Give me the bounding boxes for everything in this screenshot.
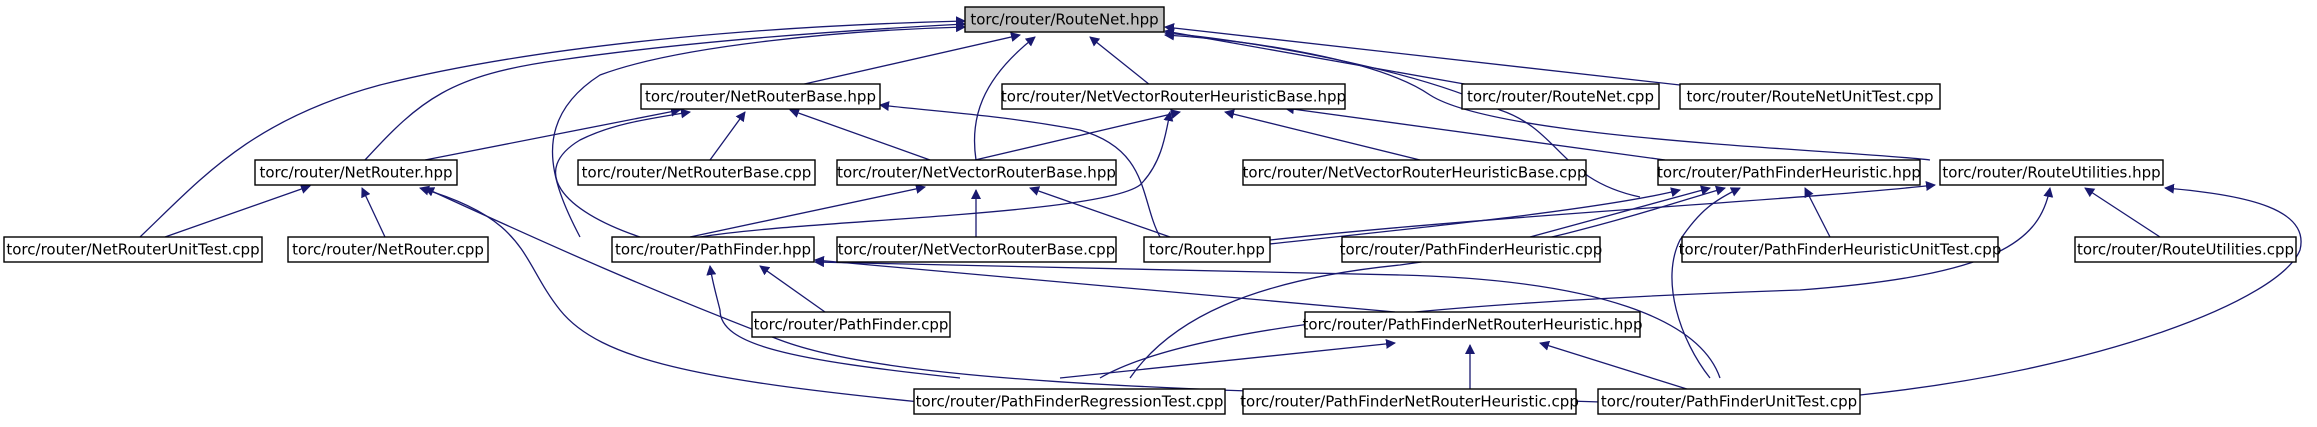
- svg-text:torc/router/NetRouterUnitTest.: torc/router/NetRouterUnitTest.cpp: [6, 241, 259, 259]
- edges: [139, 16, 2302, 403]
- edge-pathfinderregression-to-pathfinder: [706, 265, 961, 379]
- edge-pathfinderregression-to-pfnetrouterheuristic: [1059, 338, 1396, 379]
- nodes: torc/router/RouteNet.hpp torc/router/Net…: [3, 6, 2297, 415]
- svg-text:torc/router/RouteUtilities.hpp: torc/router/RouteUtilities.hpp: [1942, 164, 2160, 182]
- edge-pathfinderunittest-to-netrouter: [424, 187, 1601, 403]
- node-routeutilities-hpp[interactable]: torc/router/RouteUtilities.hpp: [1939, 159, 2164, 186]
- edge-pathfinderunittest-to-pathfinderheuristic: [1671, 187, 1741, 379]
- node-router-hpp[interactable]: torc/Router.hpp: [1143, 236, 1271, 263]
- edge-heuristicbasecpp-to-heuristicbase: [1224, 109, 1421, 161]
- edge-netrouterunittest-to-routenet: [139, 16, 966, 238]
- edge-routeutilities-to-routenet: [1164, 30, 1931, 161]
- node-routeutilities-cpp[interactable]: torc/router/RouteUtilities.cpp: [2074, 236, 2297, 263]
- edge-pathfinderunittest-to-pfnetrouterheuristic: [1539, 340, 1691, 391]
- edge-routenetunittest-to-routenet: [1164, 23, 1681, 86]
- edge-routerhpp-to-routeutilities: [1269, 181, 1936, 241]
- edge-routerhpp-to-netvectorrouterbase: [1029, 186, 1171, 238]
- edge-pathfinder-to-heuristicbase: [699, 111, 1174, 238]
- svg-text:torc/router/RouteNet.cpp: torc/router/RouteNet.cpp: [1467, 88, 1654, 106]
- svg-text:torc/router/RouteNetUnitTest.c: torc/router/RouteNetUnitTest.cpp: [1686, 88, 1933, 106]
- svg-text:torc/router/RouteNet.hpp: torc/router/RouteNet.hpp: [970, 11, 1158, 29]
- svg-text:torc/router/PathFinder.hpp: torc/router/PathFinder.hpp: [615, 241, 811, 259]
- edge-pfnetrouterheuristic-to-pathfinder: [814, 255, 1396, 313]
- node-pathfinderheuristic-cpp[interactable]: torc/router/PathFinderHeuristic.cpp: [1340, 236, 1603, 263]
- svg-text:torc/router/PathFinderUnitTest: torc/router/PathFinderUnitTest.cpp: [1601, 393, 1857, 411]
- node-pathfindernetrouterheuristic-hpp[interactable]: torc/router/PathFinderNetRouterHeuristic…: [1303, 311, 1643, 338]
- svg-text:torc/Router.hpp: torc/Router.hpp: [1149, 241, 1265, 259]
- edge-pathfinder-to-netvectorrouterbase: [689, 183, 926, 238]
- edge-pathfinderheuristiccpp-to-pathfinderheuristic: [1529, 185, 1711, 238]
- node-pathfinderregressiontest-cpp[interactable]: torc/router/PathFinderRegressionTest.cpp: [913, 388, 1226, 415]
- node-netvectorrouterheuristicbase-hpp[interactable]: torc/router/NetVectorRouterHeuristicBase…: [1001, 83, 1346, 110]
- node-pathfinderunittest-cpp[interactable]: torc/router/PathFinderUnitTest.cpp: [1597, 388, 1861, 415]
- node-netrouterunittest-cpp[interactable]: torc/router/NetRouterUnitTest.cpp: [3, 236, 263, 263]
- edge-netrouter-to-netrouterbase: [424, 106, 681, 161]
- edge-netrouter-to-routenet: [364, 19, 966, 161]
- node-routenetunittest-cpp[interactable]: torc/router/RouteNetUnitTest.cpp: [1679, 83, 1941, 110]
- edge-netvectorheuristicbase-to-routenet: [1089, 36, 1151, 86]
- edge-pathfinder-to-routenet: [552, 22, 966, 238]
- edge-netvectorrouterbase-to-netrouterbase: [789, 108, 931, 161]
- edge-pathfinderunittest-to-routeutilities: [1859, 183, 2302, 396]
- node-routenet-cpp[interactable]: torc/router/RouteNet.cpp: [1461, 83, 1660, 110]
- edge-pathfinderregression-to-routeutilities: [1099, 187, 2054, 379]
- edge-pathfinderregression-to-netrouter: [419, 185, 921, 403]
- svg-text:torc/router/NetRouter.cpp: torc/router/NetRouter.cpp: [292, 241, 484, 259]
- edge-routerhpp-to-netrouterbase: [879, 101, 1161, 238]
- edge-pathfinderregression-to-pathfinderheuristic: [1129, 185, 1726, 379]
- edge-pathfinderheuristic-to-heuristicbase: [1284, 104, 1666, 161]
- node-netrouter-hpp[interactable]: torc/router/NetRouter.hpp: [254, 159, 458, 186]
- edge-pathfindercpp-to-pathfinder: [759, 265, 826, 313]
- edge-routenetcpp-to-routenet: [1164, 27, 1471, 86]
- svg-text:torc/router/PathFinderHeuristi: torc/router/PathFinderHeuristic.hpp: [1657, 164, 1921, 182]
- node-netvectorrouterbase-cpp[interactable]: torc/router/NetVectorRouterBase.cpp: [836, 236, 1117, 263]
- node-pathfinder-hpp[interactable]: torc/router/PathFinder.hpp: [611, 236, 815, 263]
- svg-text:torc/router/PathFinderHeuristi: torc/router/PathFinderHeuristicUnitTest.…: [1679, 241, 2002, 259]
- edge-netvectorrouterbase-to-routenet: [973, 36, 1036, 161]
- svg-text:torc/router/NetRouterBase.cpp: torc/router/NetRouterBase.cpp: [582, 164, 812, 182]
- edge-netvectorrouterbase-to-heuristicbase: [974, 109, 1181, 161]
- svg-text:torc/router/PathFinderHeuristi: torc/router/PathFinderHeuristic.cpp: [1340, 241, 1603, 259]
- edge-netrouterbase-to-routenet: [799, 32, 1021, 86]
- svg-text:torc/router/NetVectorRouterHeu: torc/router/NetVectorRouterHeuristicBase…: [1001, 88, 1346, 106]
- svg-text:torc/router/NetVectorRouterBas: torc/router/NetVectorRouterBase.cpp: [838, 241, 1115, 259]
- node-netvectorrouterheuristicbase-cpp[interactable]: torc/router/NetVectorRouterHeuristicBase…: [1242, 159, 1587, 186]
- node-pathfinderheuristic-hpp[interactable]: torc/router/PathFinderHeuristic.hpp: [1657, 159, 1921, 186]
- svg-text:torc/router/NetRouter.hpp: torc/router/NetRouter.hpp: [259, 164, 452, 182]
- svg-text:torc/router/NetRouterBase.hpp: torc/router/NetRouterBase.hpp: [645, 88, 876, 106]
- svg-text:torc/router/PathFinderNetRoute: torc/router/PathFinderNetRouterHeuristic…: [1303, 316, 1643, 334]
- edge-pathfinderunittest-to-pathfinder: [814, 257, 1721, 379]
- edge-netrouterbasecpp-to-netrouterbase: [709, 111, 746, 161]
- node-routenet-hpp[interactable]: torc/router/RouteNet.hpp: [964, 6, 1165, 33]
- node-netvectorrouterbase-hpp[interactable]: torc/router/NetVectorRouterBase.hpp: [836, 159, 1117, 186]
- node-netrouterbase-hpp[interactable]: torc/router/NetRouterBase.hpp: [640, 83, 881, 110]
- edge-netrouterunittest-to-netrouter: [164, 184, 311, 238]
- node-pathfinder-cpp[interactable]: torc/router/PathFinder.cpp: [751, 311, 951, 338]
- svg-text:torc/router/RouteUtilities.cpp: torc/router/RouteUtilities.cpp: [2077, 241, 2294, 259]
- edge-routeutilitiescpp-to-routeutilities: [2084, 187, 2161, 238]
- edge-netroutercpp-to-netrouter: [361, 187, 386, 238]
- node-pathfinderheuristicunittest-cpp[interactable]: torc/router/PathFinderHeuristicUnitTest.…: [1679, 236, 2002, 263]
- node-pathfindernetrouterheuristic-cpp[interactable]: torc/router/PathFinderNetRouterHeuristic…: [1240, 388, 1579, 415]
- node-netrouter-cpp[interactable]: torc/router/NetRouter.cpp: [287, 236, 489, 263]
- svg-text:torc/router/PathFinderNetRoute: torc/router/PathFinderNetRouterHeuristic…: [1240, 393, 1579, 411]
- svg-text:torc/router/NetVectorRouterBas: torc/router/NetVectorRouterBase.hpp: [837, 164, 1116, 182]
- svg-text:torc/router/PathFinderRegressi: torc/router/PathFinderRegressionTest.cpp: [916, 393, 1224, 411]
- node-netrouterbase-cpp[interactable]: torc/router/NetRouterBase.cpp: [577, 159, 816, 186]
- edge-pathfinder-to-netrouterbase: [555, 108, 691, 238]
- svg-text:torc/router/NetVectorRouterHeu: torc/router/NetVectorRouterHeuristicBase…: [1243, 164, 1587, 182]
- svg-text:torc/router/PathFinder.cpp: torc/router/PathFinder.cpp: [754, 316, 949, 334]
